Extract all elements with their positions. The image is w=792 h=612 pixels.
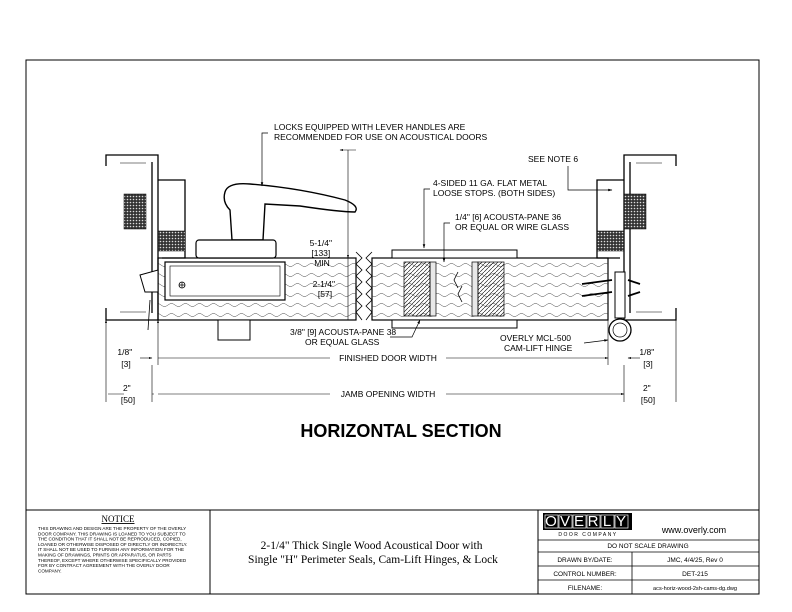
drawing-description: 2-1/4" Thick Single Wood Acoustical Door…: [248, 540, 498, 566]
control-number-label: CONTROL NUMBER:: [553, 571, 617, 578]
see-note-6: SEE NOTE 6: [528, 154, 578, 164]
right-frame-seal: [596, 230, 625, 252]
dim-jamb-opening-width: JAMB OPENING WIDTH: [341, 389, 435, 399]
control-number-value: DET-215: [682, 571, 708, 578]
website: www.overly.com: [661, 525, 726, 535]
svg-text:DOOR COMPANY: DOOR COMPANY: [558, 532, 617, 538]
hinge-note: OVERLY MCL-500 CAM-LIFT HINGE: [500, 333, 573, 353]
right-perimeter-seal-strip: [623, 193, 647, 230]
logo-letter: L: [603, 513, 612, 530]
left-perimeter-seal-strip: [123, 193, 147, 230]
dim-lever-depth: 5-1/4" [133] MIN: [310, 238, 335, 268]
dim-backset: 2-1/4" [57]: [313, 279, 338, 299]
glass-three-eighths-note: 3/8" [9] ACOUSTA-PANE 38 OR EQUAL GLASS: [290, 327, 399, 347]
notice-title: NOTICE: [102, 514, 135, 524]
section-detail: LOCKS EQUIPPED WITH LEVER HANDLES ARE RE…: [106, 122, 677, 441]
section-title: HORIZONTAL SECTION: [300, 421, 501, 441]
title-block: NOTICE THIS DRAWING AND DESIGN ARE THE P…: [25, 509, 760, 595]
logo-letter: O: [545, 513, 558, 530]
lever-note: LOCKS EQUIPPED WITH LEVER HANDLES ARE RE…: [274, 122, 487, 142]
logo-letter: R: [588, 513, 600, 530]
logo-letter-cell: [558, 514, 573, 529]
filename-label: FILENAME:: [568, 585, 603, 592]
drawn-by-value: JMC, 4/4/25, Rev 0: [667, 557, 723, 564]
left-frame-seal: [157, 230, 186, 252]
dim-finished-door-width: FINISHED DOOR WIDTH: [339, 353, 437, 363]
logo-letter: V: [560, 513, 571, 530]
logo-letter-cell: [586, 514, 601, 529]
logo-letter-cell: [544, 514, 559, 529]
logo-letter-cell: [572, 514, 587, 529]
logo-letter-cell: [614, 514, 629, 529]
do-not-scale-note: DO NOT SCALE DRAWING: [607, 543, 688, 550]
glass-quarter-inch-note: 1/4" [6] ACOUSTA-PANE 36 OR EQUAL OR WIR…: [455, 212, 569, 232]
logo-letter: E: [574, 513, 585, 530]
dim-left-gap: 1/8" [3]: [117, 347, 134, 369]
dim-right-jamb: 2" [50]: [641, 383, 655, 405]
filename-value: acs-horiz-wood-2sh-cams-dg.dwg: [653, 586, 737, 592]
notice-body: THIS DRAWING AND DESIGN ARE THE PROPERTY…: [38, 526, 189, 573]
dim-right-gap: 1/8" [3]: [639, 347, 656, 369]
dim-left-jamb: 2" [50]: [121, 383, 135, 405]
loose-stops-note: 4-SIDED 11 GA. FLAT METAL LOOSE STOPS. (…: [433, 178, 555, 198]
drawn-by-label: DRAWN BY/DATE:: [557, 557, 612, 564]
logo-letter: Y: [616, 513, 627, 530]
logo-letter-cell: [600, 514, 615, 529]
lever-handle-lockset: [139, 182, 357, 341]
